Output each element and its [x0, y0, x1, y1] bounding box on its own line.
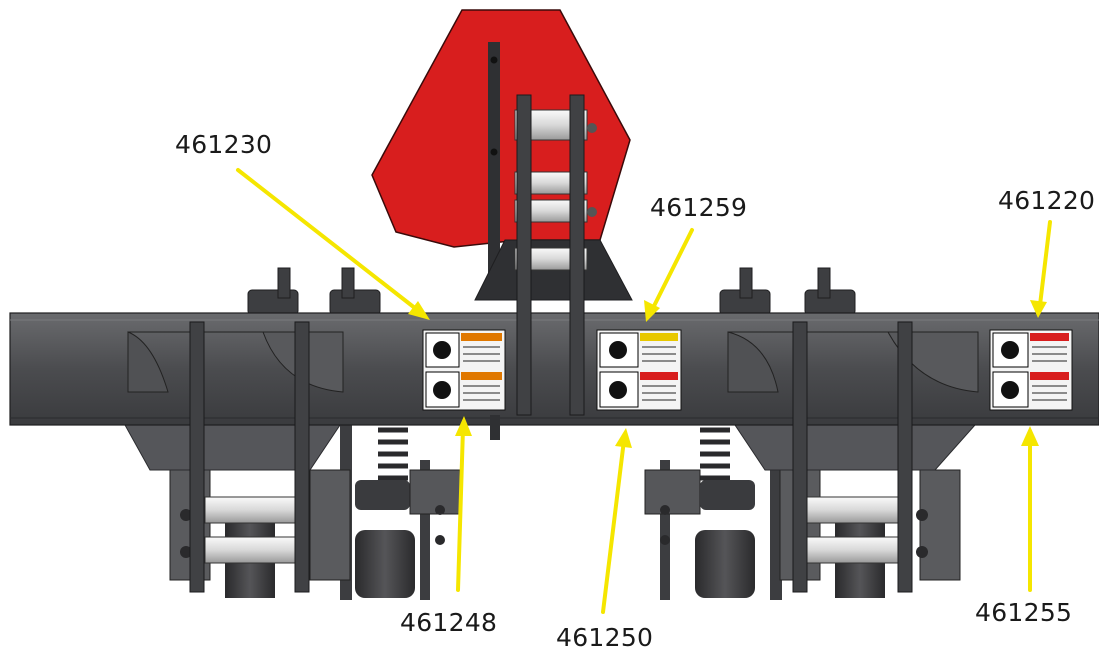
arrow-461250	[601, 428, 632, 614]
decal-cluster-right	[989, 329, 1073, 411]
arrow-461220	[1030, 220, 1052, 318]
callout-461248: 461248	[400, 608, 498, 637]
callout-461255: 461255	[975, 598, 1073, 627]
arrow-461255	[1021, 426, 1039, 592]
arrow-461259	[644, 228, 694, 322]
decal-cluster-left	[422, 329, 506, 411]
vertical-straps	[189, 321, 913, 593]
arrow-461248	[455, 416, 472, 592]
arrow-461230	[236, 168, 430, 320]
decal-cluster-center	[596, 329, 682, 411]
center-column	[490, 94, 597, 440]
leader-arrows	[236, 168, 1052, 614]
callout-461220: 461220	[998, 186, 1096, 215]
callout-461250: 461250	[556, 623, 654, 652]
callout-461230: 461230	[175, 130, 273, 159]
callout-461259: 461259	[650, 193, 748, 222]
under-gussets	[124, 424, 977, 471]
beam-gussets	[127, 331, 979, 393]
